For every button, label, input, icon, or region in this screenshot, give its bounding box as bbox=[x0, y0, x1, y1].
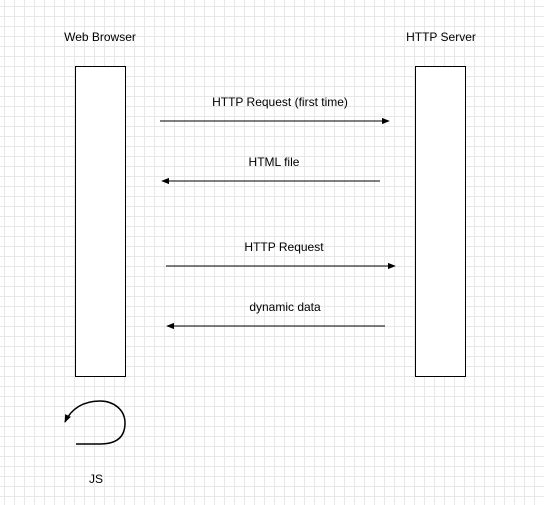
lifeline-browser bbox=[75, 66, 126, 377]
message-label-4: dynamic data bbox=[249, 300, 321, 314]
message-label-1: HTTP Request (first time) bbox=[212, 95, 348, 109]
participant-label-server: HTTP Server bbox=[406, 30, 476, 44]
message-label-2: HTML file bbox=[248, 155, 300, 169]
message-label-3: HTTP Request bbox=[244, 240, 324, 254]
lifeline-server bbox=[415, 66, 466, 377]
self-loop-label: JS bbox=[88, 472, 104, 486]
participant-label-browser: Web Browser bbox=[64, 30, 136, 44]
self-loop-arrow bbox=[64, 400, 126, 445]
